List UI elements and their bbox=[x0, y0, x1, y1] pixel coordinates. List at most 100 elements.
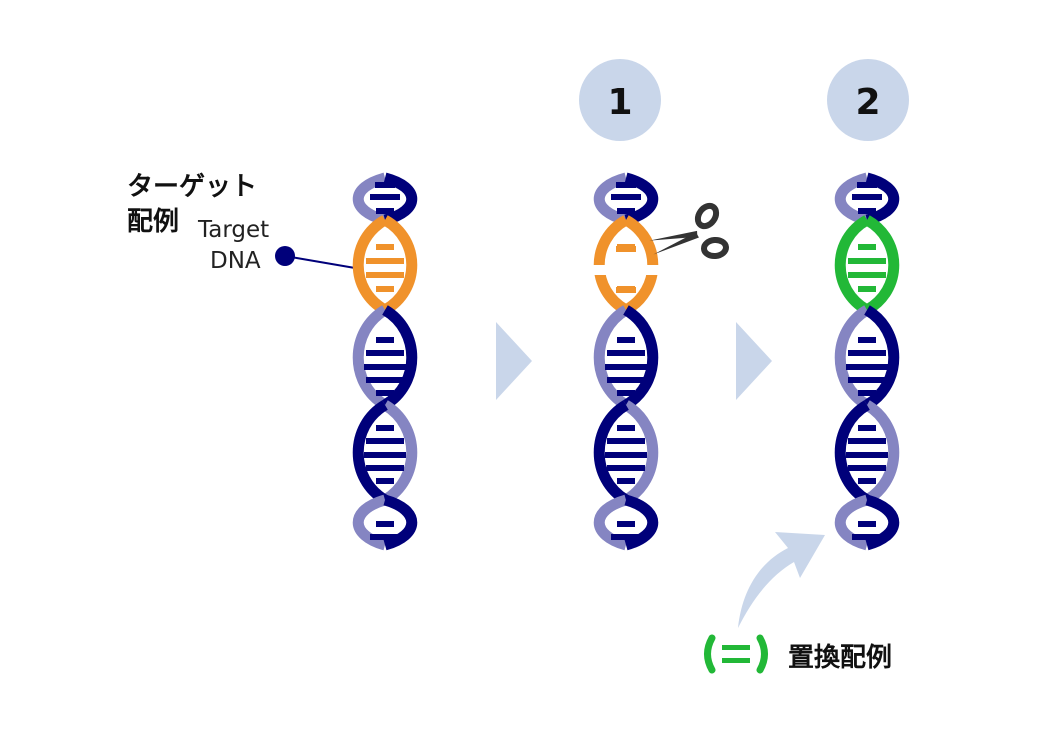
base-pair-bar bbox=[607, 350, 645, 356]
base-pair-bar bbox=[611, 534, 641, 540]
base-pair-bar bbox=[376, 286, 394, 292]
base-pair-bar bbox=[376, 390, 394, 396]
helix-strand-back bbox=[593, 172, 628, 226]
base-pair-bar bbox=[846, 452, 888, 458]
helix-strand-front bbox=[834, 400, 871, 505]
helix-strand-front bbox=[383, 172, 418, 226]
helix-strand-back bbox=[834, 305, 871, 410]
pointer-line bbox=[284, 255, 356, 269]
insertion-arrow bbox=[738, 532, 825, 628]
target-label-jp-line1: ターゲット bbox=[127, 172, 257, 202]
helix-strand-front bbox=[593, 400, 630, 505]
helix-strand-back bbox=[381, 400, 418, 505]
base-pair-bar bbox=[858, 286, 876, 292]
step-badge-1: 1 bbox=[579, 59, 661, 141]
target-label-en-line2: DNA bbox=[210, 248, 261, 274]
helix-strand-front bbox=[383, 494, 418, 551]
helix-strand-front bbox=[593, 215, 629, 315]
helix-strand-back bbox=[834, 494, 869, 551]
helix-strand-back bbox=[593, 494, 628, 551]
base-pair-bar bbox=[376, 208, 394, 214]
base-pair-bar bbox=[848, 350, 886, 356]
base-pair-bar bbox=[858, 208, 876, 214]
scissors-icon bbox=[649, 202, 729, 260]
base-pair-bar bbox=[607, 377, 645, 383]
base-pair-bar bbox=[858, 244, 876, 250]
base-pair-bar bbox=[617, 521, 635, 527]
step-arrow-1 bbox=[496, 322, 532, 400]
target-label-jp-line2: 配例 bbox=[127, 207, 179, 237]
base-pair-bar bbox=[607, 438, 645, 444]
base-pair-bar bbox=[858, 425, 876, 431]
base-pair-bar bbox=[364, 364, 406, 370]
base-pair-bar bbox=[376, 337, 394, 343]
helix-strand-back bbox=[352, 494, 387, 551]
helix-strand-back bbox=[863, 400, 900, 505]
base-pair-bar bbox=[611, 194, 641, 200]
base-pair-bar bbox=[852, 194, 882, 200]
helix-strand-back bbox=[382, 215, 418, 315]
base-pair-bar bbox=[364, 452, 406, 458]
base-pair-bar bbox=[366, 377, 404, 383]
base-pair-bar bbox=[375, 182, 395, 188]
step-number-2: 2 bbox=[855, 82, 880, 123]
base-pair-bar bbox=[376, 244, 394, 250]
helix-strand-front bbox=[622, 305, 659, 410]
base-pair-bar bbox=[848, 258, 886, 264]
helix-strand-back bbox=[864, 215, 900, 315]
base-pair-bar bbox=[616, 182, 636, 188]
helix-strand-front bbox=[381, 305, 418, 410]
base-pair-bar bbox=[370, 194, 400, 200]
dna-helix-original bbox=[352, 172, 418, 551]
helix-strand-back bbox=[352, 305, 389, 410]
target-label-en-line1: Target bbox=[197, 217, 269, 243]
helix-strand-back bbox=[834, 172, 869, 226]
base-pair-bar bbox=[376, 425, 394, 431]
helix-strand-front bbox=[352, 400, 389, 505]
base-pair-bar bbox=[617, 390, 635, 396]
base-pair-bar bbox=[366, 438, 404, 444]
replacement-sequence-icon bbox=[704, 634, 768, 674]
step-arrow-2 bbox=[736, 322, 772, 400]
target-dna-label: ターゲット 配例 Target DNA bbox=[127, 172, 356, 274]
dna-helix-cut bbox=[593, 172, 659, 551]
helix-strand-front bbox=[865, 494, 900, 551]
base-pair-bar bbox=[366, 465, 404, 471]
base-pair-bar bbox=[366, 350, 404, 356]
base-pair-bar bbox=[846, 364, 888, 370]
base-pair-bar bbox=[605, 452, 647, 458]
helix-strand-back bbox=[623, 215, 659, 315]
helix-strand-front bbox=[834, 215, 870, 315]
step-badge-2: 2 bbox=[827, 59, 909, 141]
base-pair-bar bbox=[858, 337, 876, 343]
helix-strand-front bbox=[352, 215, 388, 315]
base-pair-bar bbox=[848, 272, 886, 278]
dna-helix-replaced bbox=[834, 172, 900, 551]
base-pair-bar bbox=[857, 182, 877, 188]
base-pair-bar bbox=[617, 337, 635, 343]
helix-strand-back bbox=[593, 305, 630, 410]
base-pair-bar bbox=[852, 534, 882, 540]
base-pair-bar bbox=[366, 258, 404, 264]
base-pair-bar bbox=[607, 465, 645, 471]
base-pair-bar bbox=[858, 478, 876, 484]
base-pair-bar bbox=[376, 478, 394, 484]
base-pair-bar bbox=[376, 521, 394, 527]
helix-strand-front bbox=[865, 172, 900, 226]
base-pair-bar bbox=[605, 364, 647, 370]
base-pair-bar bbox=[616, 287, 636, 293]
base-pair-bar bbox=[848, 377, 886, 383]
helix-strand-back bbox=[622, 400, 659, 505]
base-pair-bar bbox=[617, 478, 635, 484]
helix-strand-front bbox=[624, 172, 659, 226]
replacement-legend: 置換配例 bbox=[704, 634, 892, 674]
helix-strand-front bbox=[624, 494, 659, 551]
base-pair-bar bbox=[617, 208, 635, 214]
replacement-sequence-label: 置換配例 bbox=[788, 643, 892, 673]
base-pair-bar bbox=[848, 465, 886, 471]
base-pair-bar bbox=[616, 246, 636, 252]
step-number-1: 1 bbox=[607, 82, 632, 123]
base-pair-bar bbox=[858, 521, 876, 527]
base-pair-bar bbox=[848, 438, 886, 444]
